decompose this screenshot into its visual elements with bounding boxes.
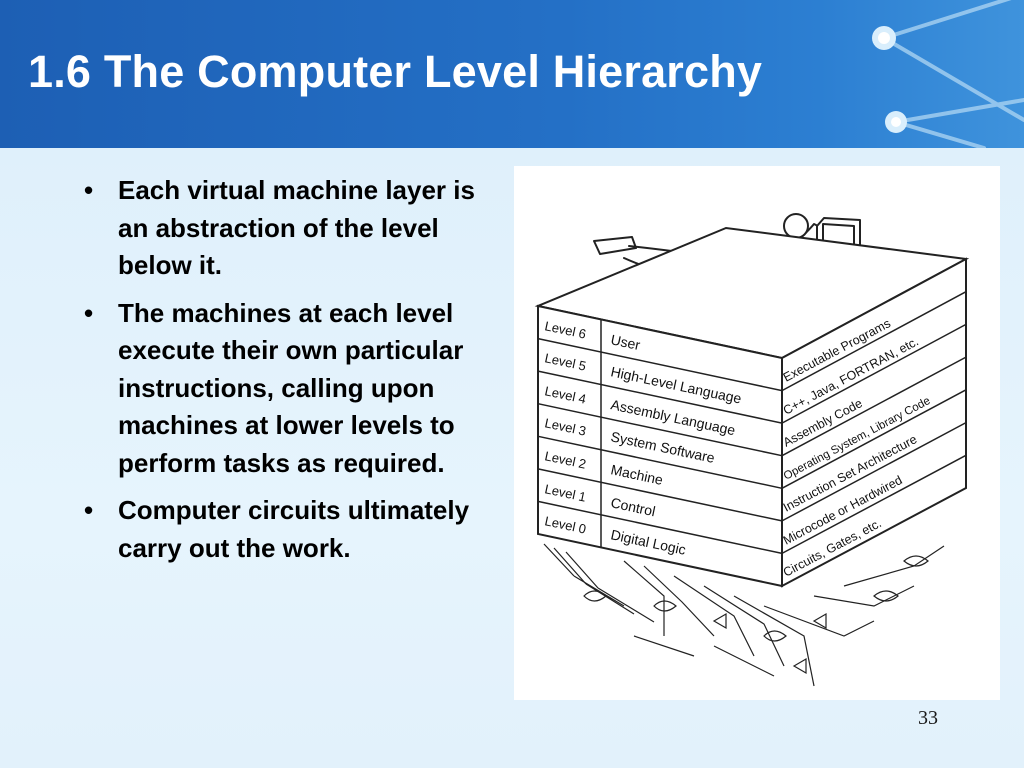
- circuit-logic-icon: [543, 543, 945, 687]
- page-number: 33: [918, 707, 938, 729]
- bullet-item: The machines at each level execute their…: [78, 295, 498, 483]
- level-hierarchy-diagram: Level 6 Level 5 Level 4 Level 3 Level 2 …: [534, 213, 970, 687]
- level-name: User: [609, 331, 642, 353]
- slide-title: 1.6 The Computer Level Hierarchy: [28, 46, 763, 97]
- title-banner: 1.6 The Computer Level Hierarchy: [0, 0, 1024, 148]
- block-side-face: [781, 257, 967, 588]
- bullet-item: Computer circuits ultimately carry out t…: [78, 492, 498, 567]
- network-decoration: [872, 0, 1024, 148]
- bullet-list: Each virtual machine layer is an abstrac…: [78, 172, 498, 577]
- level-hierarchy-figure: Level 6 Level 5 Level 4 Level 3 Level 2 …: [514, 166, 1000, 700]
- bullet-item: Each virtual machine layer is an abstrac…: [78, 172, 498, 285]
